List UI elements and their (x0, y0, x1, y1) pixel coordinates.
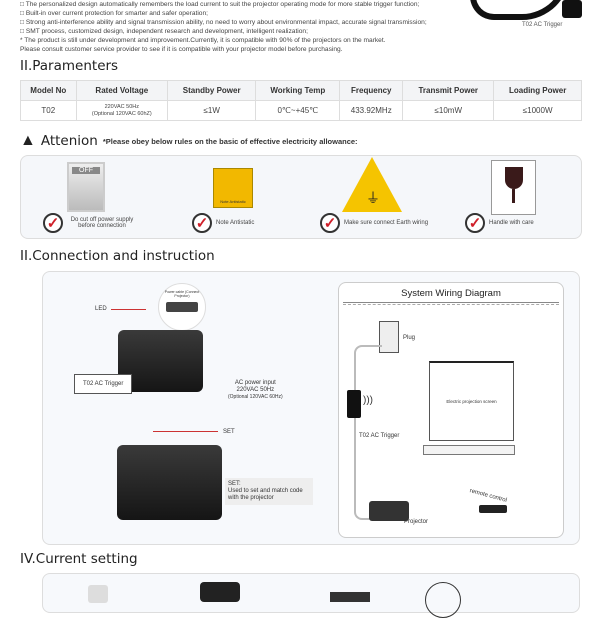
set-description: SET:Used to set and match code with the … (225, 478, 313, 505)
warning-icon: ▲ (20, 132, 36, 149)
projection-screen: Electric projection screen (429, 361, 514, 441)
check-icon: ✓ (43, 213, 63, 233)
product-plug (562, 0, 582, 18)
check-icon: ✓ (192, 213, 212, 233)
fragile-icon (491, 160, 536, 215)
antistatic-icon: Note Antistatic (213, 168, 253, 208)
ac-input: AC power input (234, 380, 276, 386)
check-icon: ✓ (465, 213, 485, 233)
params-title: II.Paramenters (20, 58, 119, 74)
off-label: OFF (72, 167, 100, 174)
power-switch-icon: OFF (67, 162, 105, 212)
cell: ≤10mW (402, 100, 495, 121)
earth-warning-icon (342, 157, 402, 212)
outlet-image (88, 585, 108, 603)
trigger-image (200, 582, 240, 602)
screen-label: Electric projection screen (446, 399, 497, 404)
current-setting-box (42, 573, 580, 613)
led-pointer (111, 309, 146, 310)
rule-label: Do cut off power supply before connectio… (70, 217, 134, 229)
rule-label: Handle with care (489, 220, 534, 226)
product-image (470, 0, 570, 20)
set-desc: Used to set and match code with the proj… (228, 488, 303, 501)
cell: 220VAC 50Hz(Optional 120VAC 60hZ) (75, 100, 169, 121)
power-cable-label: Power cable (Connect Projector) (164, 290, 200, 298)
cell: T02 (20, 100, 77, 121)
diagram-title: System Wiring Diagram (401, 288, 501, 299)
trigger-icon (347, 390, 361, 418)
trigger-label: T02 AC Trigger (359, 433, 400, 439)
bullet: □ Strong anti-interference ability and s… (20, 19, 427, 26)
attention-heading: ▲ Attenion *Please obey below rules on t… (20, 132, 358, 150)
cable (354, 345, 382, 520)
ac-optional: (Optional 120VAC 60Hz) (228, 394, 283, 400)
attention-box (20, 155, 582, 239)
plug-label: Plug (403, 335, 416, 341)
current-setting-title: IV.Current setting (20, 551, 138, 567)
note: Please consult customer service provider… (20, 46, 343, 53)
cell: 433.92MHz (339, 100, 404, 121)
set-label: SET (223, 429, 235, 435)
bullet: □ Built-in over current protection for s… (20, 10, 208, 17)
rule-label: Make sure connect Earth wiring (344, 220, 429, 226)
header-cell: Transmit Power (402, 80, 495, 101)
header-cell: Working Temp (255, 80, 341, 101)
header-cell: Model No (20, 80, 77, 101)
cell: ≤1W (166, 100, 257, 121)
attention-title: Attenion (40, 133, 98, 149)
check-icon: ✓ (320, 213, 340, 233)
led-label: LED (95, 306, 107, 312)
wiring-diagram: System Wiring Diagram Plug ))) T02 AC Tr… (338, 282, 564, 538)
antistatic-sign-text: Note Antistatic (220, 199, 246, 204)
bullet: □ The personalized design automatically … (20, 1, 420, 8)
device-label: T02 AC Trigger (74, 374, 133, 394)
product-caption: T02 AC Trigger (522, 22, 563, 28)
cell: 0℃~+45℃ (255, 100, 341, 121)
projector-label: Projector (404, 519, 429, 525)
screen-base (423, 445, 515, 455)
power-cable-inset: Power cable (Connect Projector) (158, 283, 206, 331)
header-cell: Loading Power (493, 80, 582, 101)
bullet: □ SMT process, customized design, indepe… (20, 28, 308, 35)
table-header: Model No Rated Voltage Standby Power Wor… (20, 80, 582, 101)
header-cell: Rated Voltage (75, 80, 169, 101)
rule-label: Note Antistatic (216, 220, 255, 226)
note: * The product is still under development… (20, 37, 386, 44)
signal-icon: ))) (363, 395, 373, 406)
set-pointer (153, 431, 218, 432)
ground-symbol: ⏚ (366, 190, 380, 206)
trigger-device-bottom-image (117, 445, 222, 520)
remote-control-icon (479, 505, 507, 513)
cell: ≤1000W (493, 100, 582, 121)
round-image (425, 582, 461, 618)
ac-voltage: 220VAC 50Hz (236, 387, 275, 393)
header-cell: Standby Power (166, 80, 257, 101)
projector-image (330, 592, 370, 602)
wall-outlet-icon (379, 321, 399, 353)
connection-title: II.Connection and instruction (20, 248, 215, 264)
params-table: Model No Rated Voltage Standby Power Wor… (20, 80, 582, 121)
remote-label: remote control (468, 488, 508, 504)
table-row: T02 220VAC 50Hz(Optional 120VAC 60hZ) ≤1… (20, 100, 582, 121)
ceiling (343, 302, 559, 305)
header-cell: Frequency (339, 80, 404, 101)
voltage: 220VAC 50Hz (104, 103, 140, 110)
voltage-note: (Optional 120VAC 60hZ) (91, 110, 152, 117)
set-title: SET: (228, 481, 241, 487)
attention-subtitle: *Please obey below rules on the basic of… (102, 136, 358, 146)
projector-icon (369, 501, 409, 521)
